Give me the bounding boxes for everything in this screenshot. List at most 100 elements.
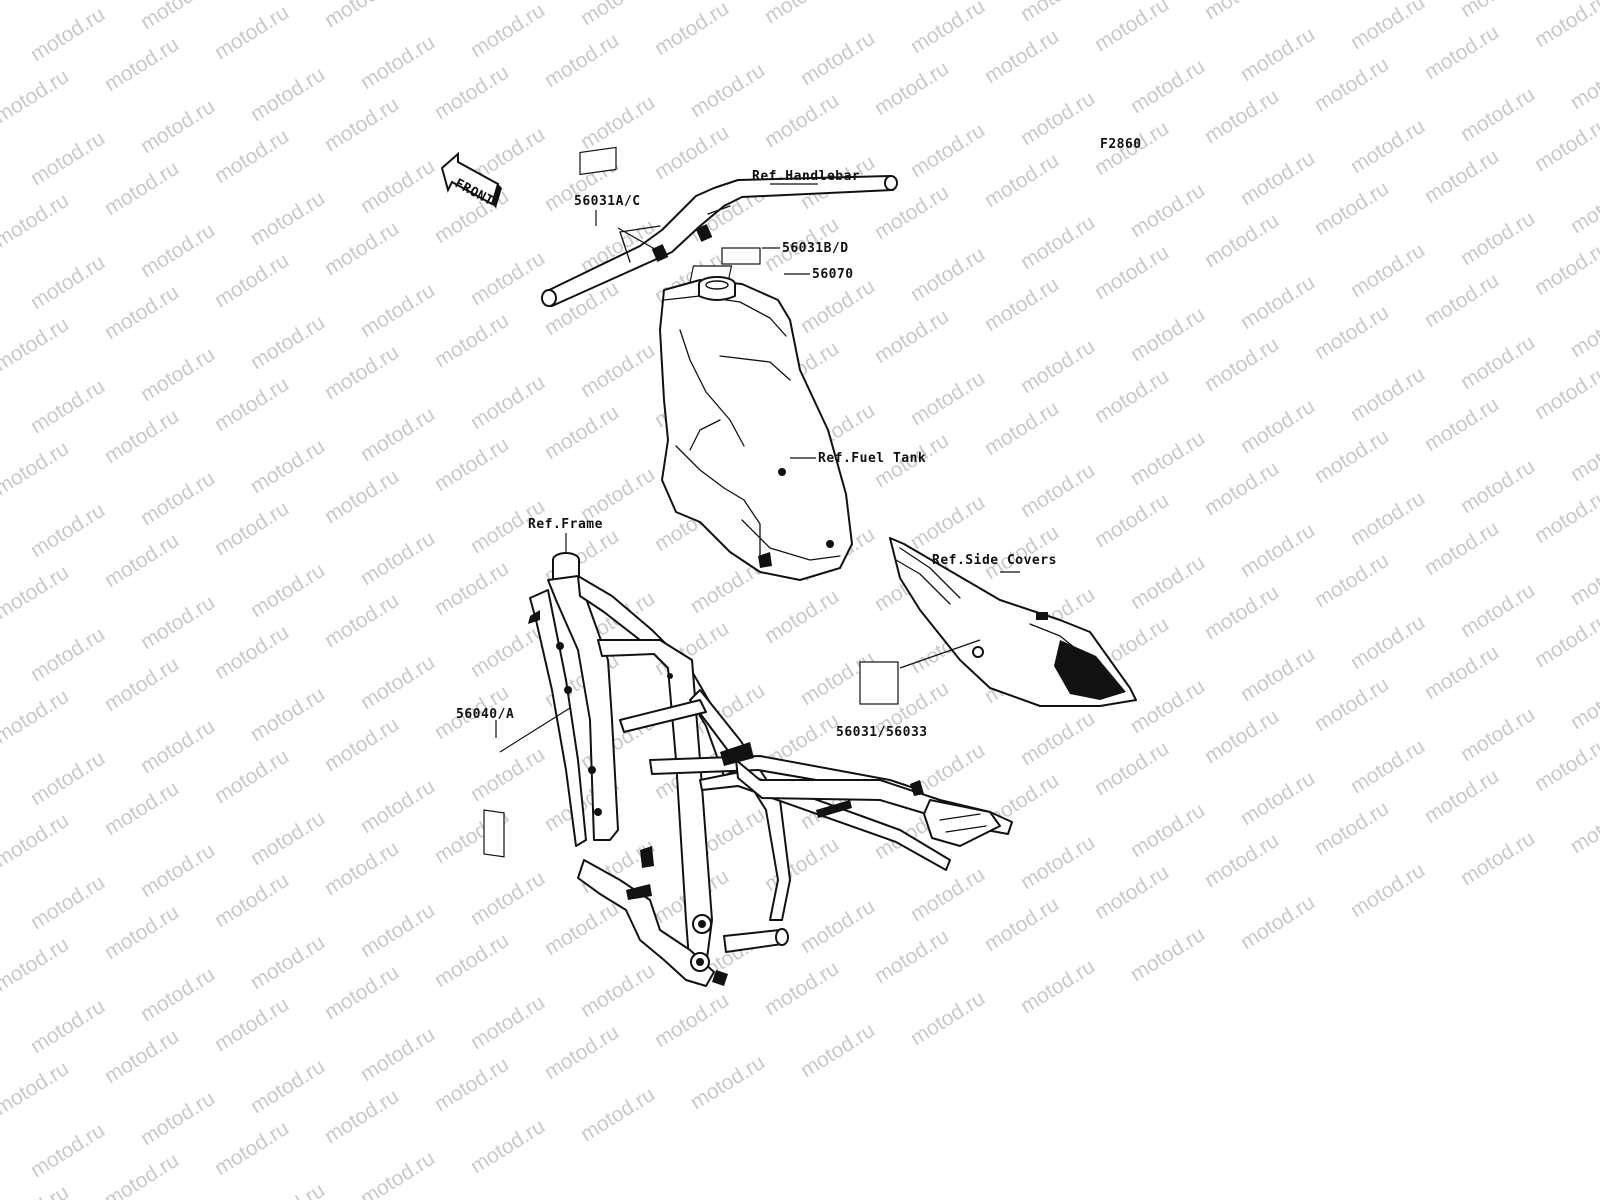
watermark-text: motod.ru <box>1530 361 1600 424</box>
ref-frame: Ref.Frame <box>528 517 603 532</box>
watermark-text: motod.ru <box>100 1025 182 1088</box>
watermark-text: motod.ru <box>26 747 108 810</box>
watermark-text: motod.ru <box>26 499 108 562</box>
ref-handlebar: Ref.Handlebar <box>752 169 860 184</box>
watermark-text: motod.ru <box>906 491 988 554</box>
watermark-text: motod.ru <box>356 651 438 714</box>
watermark-text: motod.ru <box>246 187 328 250</box>
watermark-text: motod.ru <box>136 0 218 34</box>
watermark-text: motod.ru <box>906 367 988 430</box>
watermark-text: motod.ru <box>246 683 328 746</box>
watermark-text: motod.ru <box>1420 517 1502 580</box>
watermark-text: motod.ru <box>1236 147 1318 210</box>
watermark-text: motod.ru <box>1200 0 1282 24</box>
watermark-text: motod.ru <box>0 685 73 748</box>
watermark-text: motod.ru <box>906 987 988 1050</box>
watermark-text: motod.ru <box>1310 425 1392 488</box>
watermark-text: motod.ru <box>356 527 438 590</box>
watermark-text: motod.ru <box>246 807 328 870</box>
watermark-text: motod.ru <box>26 375 108 438</box>
watermark-text: motod.ru <box>430 309 512 372</box>
watermark-text: motod.ru <box>760 585 842 648</box>
watermark-text: motod.ru <box>210 1117 292 1180</box>
watermark-text: motod.ru <box>210 869 292 932</box>
watermark-text: motod.ru <box>356 155 438 218</box>
ref-side-covers: Ref.Side Covers <box>932 553 1057 568</box>
watermark-text: motod.ru <box>1530 237 1600 300</box>
watermark-text: motod.ru <box>210 745 292 808</box>
watermark-text: motod.ru <box>1200 457 1282 520</box>
watermark-text: motod.ru <box>466 0 548 62</box>
watermark-text: motod.ru <box>760 0 842 28</box>
watermark-text: motod.ru <box>1016 0 1098 26</box>
watermark-text: motod.ru <box>906 0 988 58</box>
watermark-text: motod.ru <box>210 497 292 560</box>
watermark-text: motod.ru <box>246 1055 328 1118</box>
watermark-text: motod.ru <box>1566 423 1600 486</box>
watermark-text: motod.ru <box>210 125 292 188</box>
watermark-text: motod.ru <box>980 273 1062 336</box>
watermark-text: motod.ru <box>540 1021 622 1084</box>
watermark-text: motod.ru <box>1420 765 1502 828</box>
watermark-text: motod.ru <box>1090 241 1172 304</box>
watermark-text: motod.ru <box>1456 207 1538 270</box>
watermark-text: motod.ru <box>1200 705 1282 768</box>
watermark-text: motod.ru <box>1236 891 1318 954</box>
watermark-text: motod.ru <box>1530 0 1600 52</box>
watermark-text: motod.ru <box>1090 737 1172 800</box>
watermark-text: motod.ru <box>210 621 292 684</box>
watermark-text: motod.ru <box>1420 145 1502 208</box>
watermark-text: motod.ru <box>320 0 402 32</box>
watermark-text: motod.ru <box>1346 239 1428 302</box>
watermark-text: motod.ru <box>1200 85 1282 148</box>
watermark-text: motod.ru <box>0 437 73 500</box>
label-sticker-icon <box>579 146 617 176</box>
watermark-text: motod.ru <box>1420 269 1502 332</box>
watermark-text: motod.ru <box>1090 365 1172 428</box>
watermark-text: motod.ru <box>246 1179 328 1200</box>
watermark-text: motod.ru <box>980 149 1062 212</box>
watermark-text: motod.ru <box>26 995 108 1058</box>
watermark-text: motod.ru <box>26 3 108 66</box>
watermark-text: motod.ru <box>430 929 512 992</box>
side-cover-drawing <box>889 537 1137 707</box>
watermark-text: motod.ru <box>0 65 73 128</box>
watermark-text: motod.ru <box>870 57 952 120</box>
watermark-text: motod.ru <box>136 591 218 654</box>
watermark-text: motod.ru <box>1016 459 1098 522</box>
watermark-text: motod.ru <box>1456 579 1538 642</box>
watermark-text: motod.ru <box>246 559 328 622</box>
watermark-text: motod.ru <box>1016 87 1098 150</box>
watermark-text: motod.ru <box>1346 363 1428 426</box>
watermark-text: motod.ru <box>1566 547 1600 610</box>
fuel-tank-drawing <box>659 276 853 581</box>
watermark-text: motod.ru <box>356 775 438 838</box>
callout-56031ac: 56031A/C <box>574 194 641 209</box>
watermark-text: motod.ru <box>356 279 438 342</box>
watermark-text: motod.ru <box>1126 799 1208 862</box>
watermark-text: motod.ru <box>1420 393 1502 456</box>
watermark-text: motod.ru <box>540 29 622 92</box>
watermark-text: motod.ru <box>100 281 182 344</box>
watermark-text: motod.ru <box>136 963 218 1026</box>
watermark-text: motod.ru <box>576 339 658 402</box>
watermark-text: motod.ru <box>320 217 402 280</box>
watermark-text: motod.ru <box>320 341 402 404</box>
watermark-text: motod.ru <box>1310 549 1392 612</box>
watermark-text: motod.ru <box>26 871 108 934</box>
frame-label-56040a <box>483 707 571 858</box>
watermark-text: motod.ru <box>1566 795 1600 858</box>
watermark-text: motod.ru <box>356 403 438 466</box>
watermark-text: motod.ru <box>356 31 438 94</box>
watermark-text: motod.ru <box>1126 923 1208 986</box>
watermark-text: motod.ru <box>906 243 988 306</box>
watermark-text: motod.ru <box>100 529 182 592</box>
watermark-text: motod.ru <box>1310 53 1392 116</box>
watermark-text: motod.ru <box>356 899 438 962</box>
watermark-text: motod.ru <box>1016 707 1098 770</box>
watermark-text: motod.ru <box>1420 641 1502 704</box>
watermark-text: motod.ru <box>1456 83 1538 146</box>
watermark-text: motod.ru <box>1090 0 1172 56</box>
watermark-text: motod.ru <box>1566 175 1600 238</box>
